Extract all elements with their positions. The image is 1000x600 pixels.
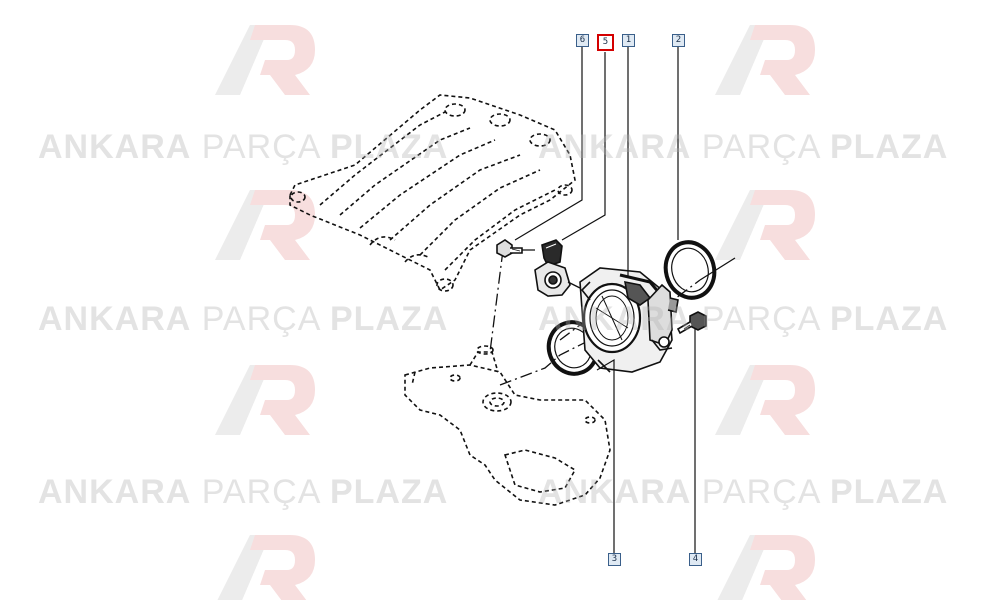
watermark-logo-7	[217, 535, 315, 600]
callout-label-5[interactable]: 5	[597, 34, 614, 51]
watermark-logo-1	[215, 25, 315, 95]
callout-label-1[interactable]: 1	[622, 34, 635, 47]
lower-plenum	[404, 345, 611, 506]
watermark-logo-5	[215, 365, 315, 435]
watermark-text-row-2-right: ANKARA PARÇA PLAZA	[538, 300, 949, 338]
callout-label-2[interactable]: 2	[672, 34, 685, 47]
callout-label-6[interactable]: 6	[576, 34, 589, 47]
bolt-part-4	[676, 311, 707, 335]
intake-manifold	[289, 94, 576, 292]
callout-label-4[interactable]: 4	[689, 553, 702, 566]
gasket-part-2	[663, 240, 717, 300]
watermark-logo-6	[715, 365, 815, 435]
watermark-text-row-3-right: ANKARA PARÇA PLAZA	[538, 473, 949, 511]
leader-lines	[514, 45, 696, 555]
watermark-logos	[215, 25, 815, 600]
watermark-logo-3	[215, 190, 315, 260]
watermark-text-row-1-right: ANKARA PARÇA PLAZA	[538, 128, 949, 166]
watermark-text-row-3-left: ANKARA PARÇA PLAZA	[38, 473, 449, 511]
sensor-part-5	[534, 239, 581, 297]
watermark-logo-8	[717, 535, 815, 600]
watermark-logo-2	[715, 25, 815, 95]
watermark-text-row-1-left: ANKARA PARÇA PLAZA	[38, 128, 449, 166]
bolt-part-6	[496, 239, 523, 258]
throttle-body-part-1	[579, 267, 679, 373]
watermark-logo-4	[715, 190, 815, 260]
watermark-text-row-2-left: ANKARA PARÇA PLAZA	[38, 300, 449, 338]
callout-label-3[interactable]: 3	[608, 553, 621, 566]
